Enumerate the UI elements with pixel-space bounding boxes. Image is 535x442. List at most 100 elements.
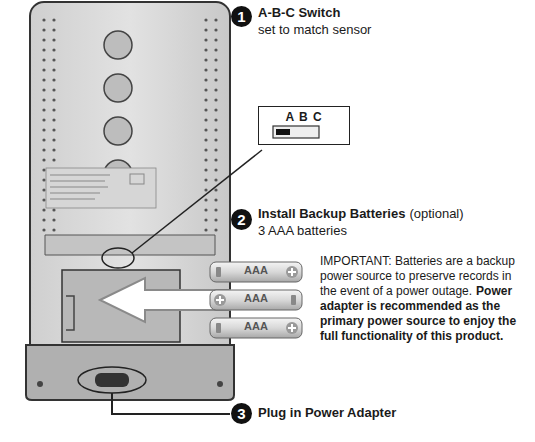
vent-dot [204,98,207,101]
vent-dot [42,68,45,71]
vent-dot [52,138,55,141]
screw [37,381,43,387]
vent-dot [204,108,207,111]
vent-dot [52,78,55,81]
vent-dot [214,178,217,181]
vent-dot [204,128,207,131]
vent-dot [204,178,207,181]
vent-dot [214,18,217,21]
vent-dot [52,228,55,231]
vent-dot [214,78,217,81]
vent-dot [214,138,217,141]
vent-dot [204,208,207,211]
vent-dot [204,158,207,161]
battery [210,318,302,338]
vent-dot [214,88,217,91]
callout-title-bold: Install Backup Batteries [258,206,405,221]
leader-line [112,393,230,414]
leader-line [132,150,262,253]
switch-inset: A B C [258,106,350,145]
vent-dot [42,108,45,111]
vent-dot [204,48,207,51]
vent-dot [52,148,55,151]
callout-title-note: (optional) [409,206,463,221]
vent-dot [42,148,45,151]
vent-dot [42,158,45,161]
vent-dot [214,108,217,111]
vent-dot [214,58,217,61]
vent-dot [52,218,55,221]
callout-title: Install Backup Batteries (optional) [258,206,464,221]
vent-dot [204,38,207,41]
switch-positions: A B C [259,110,349,124]
vent-dot [204,138,207,141]
vent-dot [204,118,207,121]
vent-dot [42,128,45,131]
vent-dot [52,108,55,111]
rating-label [46,168,156,208]
vent-dot [42,208,45,211]
vent-dot [214,148,217,151]
battery-label: AAA [236,292,276,304]
label-lines [50,174,144,199]
vent-dot [204,188,207,191]
callout-subtitle: set to match sensor [258,22,371,37]
vent-dot [214,188,217,191]
vent-dot [204,68,207,71]
vent-dot [204,58,207,61]
vent-dot [214,38,217,41]
vent-dot [214,208,217,211]
vent-dot [204,198,207,201]
vent-dot [214,158,217,161]
vent-dot [52,38,55,41]
callout-number: 2 [231,209,252,230]
device-housing [30,2,230,382]
vent-dot [214,118,217,121]
vent-dot [42,88,45,91]
vent-dot [52,18,55,21]
vent-dot [204,168,207,171]
vent-dot [42,28,45,31]
button [104,117,132,145]
vent-dot [42,188,45,191]
vent-dot [204,148,207,151]
vent-dot [42,98,45,101]
vent-dot [42,78,45,81]
vent-dot [204,28,207,31]
callout-number: 3 [231,403,252,424]
vent-dot [214,228,217,231]
vent-dot [204,88,207,91]
vent-dot [214,128,217,131]
battery-label: AAA [236,264,276,276]
vent-dot [42,198,45,201]
callout-title: Plug in Power Adapter [258,405,396,420]
vent-dot [52,98,55,101]
battery-contact [66,296,74,330]
vent-dot [204,78,207,81]
callout-number: 1 [231,6,252,27]
vent-dot [42,18,45,21]
vent-dot [42,218,45,221]
vent-dot [52,28,55,31]
button [104,74,132,102]
vent-dot [204,18,207,21]
callout-title: A-B-C Switch [258,5,340,20]
vent-dot [42,138,45,141]
vent-dot [42,168,45,171]
power-jack [95,373,129,387]
vent-dot [204,228,207,231]
vent-dot [42,178,45,181]
switch-highlight [102,248,134,268]
vent-dot [52,48,55,51]
vent-dot [52,68,55,71]
vent-dot [42,38,45,41]
vent-dot [52,208,55,211]
vent-dot [42,118,45,121]
vent-dots [42,18,217,231]
vent-dot [42,228,45,231]
vent-dot [214,218,217,221]
battery-label: AAA [236,320,276,332]
jack-highlight [78,367,146,393]
